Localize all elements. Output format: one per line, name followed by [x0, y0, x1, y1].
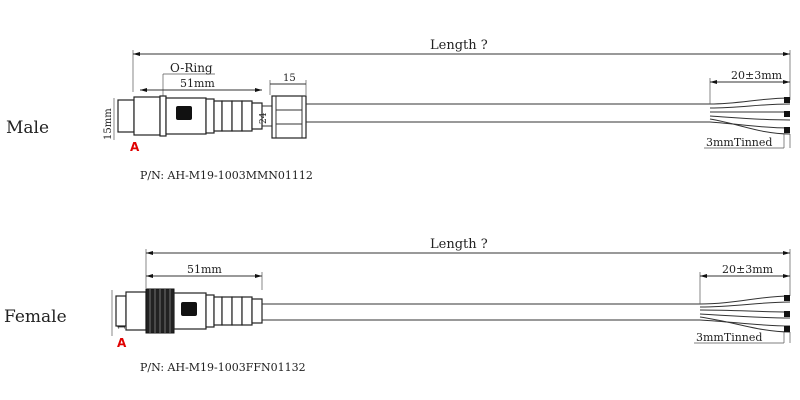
female-part-number: P/N: AH-M19-1003FFN01132 — [140, 361, 306, 374]
male-tinned-label: 3mmTinned — [706, 136, 772, 149]
male-tinned-callout: 3mmTinned — [704, 134, 791, 149]
female-tinned-label: 3mmTinned — [696, 331, 762, 344]
male-cable — [306, 97, 791, 135]
male-15-dimension: 15 — [269, 73, 307, 95]
male-24-label: 24 — [259, 112, 269, 124]
male-15mm-label: 15mm — [103, 108, 114, 140]
female-side-label: Female — [4, 307, 67, 327]
female-length-label: Length ? — [430, 237, 488, 252]
male-oring-callout: O-Ring — [162, 61, 215, 96]
male-part-number: P/N: AH-M19-1003MMN01112 — [140, 169, 313, 182]
female-tinned-callout: 3mmTinned — [694, 331, 791, 344]
male-length-dimension: Length ? — [132, 38, 791, 100]
male-15-label: 15 — [283, 73, 296, 84]
female-51mm-label: 51mm — [187, 263, 222, 276]
female-strip-label: 20±3mm — [722, 263, 774, 276]
male-15mm-dimension: 15mm — [103, 98, 115, 140]
male-51mm-label: 51mm — [180, 77, 215, 90]
male-logo-icon — [176, 106, 192, 120]
female-assembly: Female Length ? 51mm 19mm — [4, 237, 791, 374]
female-strip-dimension: 20±3mm — [699, 263, 790, 304]
female-marker-a: A — [117, 336, 127, 350]
female-connector-body — [115, 288, 263, 334]
male-strip-dimension: 20±3mm — [709, 69, 790, 104]
female-logo-icon — [181, 302, 197, 316]
female-length-dimension: Length ? — [145, 237, 791, 296]
male-assembly: Male Length ? O-Ring 51mm — [6, 38, 791, 182]
male-oring-label: O-Ring — [170, 61, 213, 75]
female-cable — [262, 295, 791, 333]
male-marker-a: A — [130, 140, 140, 154]
male-51mm-dimension: 51mm — [140, 77, 262, 92]
male-side-label: Male — [6, 118, 49, 138]
male-strip-label: 20±3mm — [731, 69, 783, 82]
female-51mm-dimension: 51mm — [146, 263, 263, 290]
male-length-label: Length ? — [430, 38, 488, 53]
male-connector-body: 24 — [117, 95, 307, 139]
